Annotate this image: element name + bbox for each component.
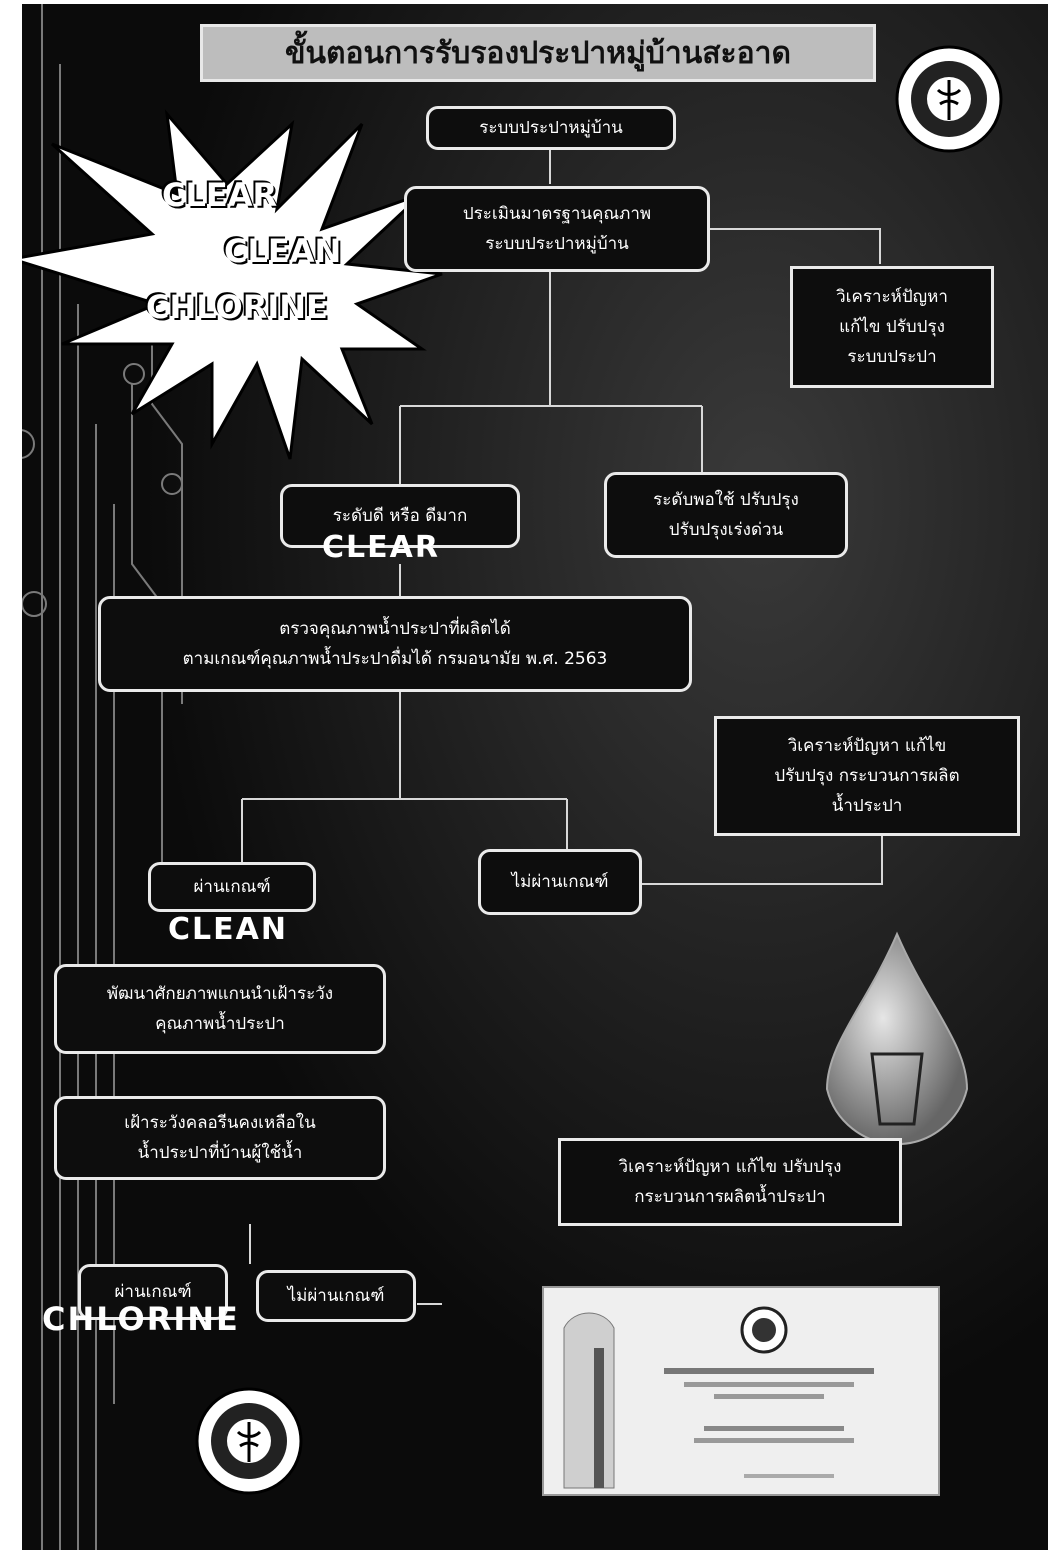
stamp-clear: CLEAR bbox=[322, 530, 440, 565]
node-level-good: ระดับดี หรือ ดีมาก bbox=[280, 484, 520, 548]
burst-word-clean: CLEAN bbox=[224, 232, 342, 270]
node-analyze-system: วิเคราะห์ปัญหา แก้ไข ปรับปรุง ระบบประปา bbox=[790, 266, 994, 388]
node-pass-2: ผ่านเกณฑ์ bbox=[78, 1264, 228, 1320]
health-department-logo-icon bbox=[195, 1387, 303, 1495]
node-level-fair: ระดับพอใช้ ปรับปรุง ปรับปรุงเร่งด่วน bbox=[604, 472, 848, 558]
certificate-image bbox=[542, 1286, 940, 1496]
node-fail-2: ไม่ผ่านเกณฑ์ bbox=[256, 1270, 416, 1322]
stamp-chlorine: CHLORINE bbox=[42, 1300, 240, 1338]
stamp-clean: CLEAN bbox=[168, 912, 288, 947]
node-fail-1: ไม่ผ่านเกณฑ์ bbox=[478, 849, 642, 915]
health-department-logo-icon bbox=[895, 45, 1003, 153]
burst-word-chlorine: CHLORINE bbox=[146, 288, 328, 326]
node-analyze-process-2: วิเคราะห์ปัญหา แก้ไข ปรับปรุง กระบวนการผ… bbox=[558, 1138, 902, 1226]
node-check-quality: ตรวจคุณภาพน้ำประปาที่ผลิตได้ ตามเกณฑ์คุณ… bbox=[98, 596, 692, 692]
node-assess-standard: ประเมินมาตรฐานคุณภาพ ระบบประปาหมู่บ้าน bbox=[404, 186, 710, 272]
starburst bbox=[22, 109, 443, 460]
poster: ขั้นตอนการรับรองประปาหมู่บ้านสะอาด CLEAR… bbox=[22, 4, 1048, 1550]
node-monitor-chlorine: เฝ้าระวังคลอรีนคงเหลือใน น้ำประปาที่บ้าน… bbox=[54, 1096, 386, 1180]
node-village-system: ระบบประปาหมู่บ้าน bbox=[426, 106, 676, 150]
page-title: ขั้นตอนการรับรองประปาหมู่บ้านสะอาด bbox=[200, 24, 876, 82]
burst-word-clear: CLEAR bbox=[162, 176, 278, 214]
node-pass-1: ผ่านเกณฑ์ bbox=[148, 862, 316, 912]
node-develop-leaders: พัฒนาศักยภาพแกนนำเฝ้าระวัง คุณภาพน้ำประป… bbox=[54, 964, 386, 1054]
node-analyze-process-1: วิเคราะห์ปัญหา แก้ไข ปรับปรุง กระบวนการผ… bbox=[714, 716, 1020, 836]
